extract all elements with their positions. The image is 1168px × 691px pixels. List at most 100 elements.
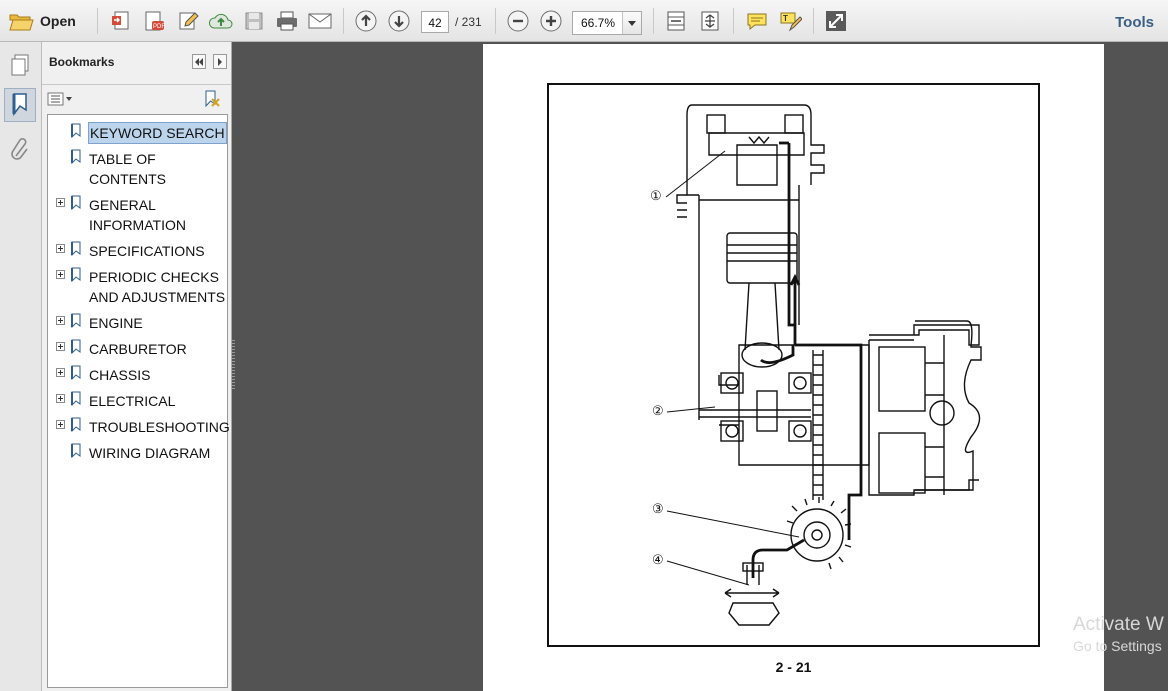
page-thumbnails-button[interactable] (4, 48, 36, 82)
bookmark-label: CHASSIS (89, 367, 151, 383)
bookmark-icon (71, 123, 81, 139)
highlighter-icon: T (780, 12, 802, 32)
callout-2: ② (652, 403, 664, 418)
pdf-file-icon: PDF (145, 11, 165, 31)
highlight-text-button[interactable]: T (777, 8, 803, 34)
expand-toggle-icon[interactable] (56, 244, 65, 253)
attachments-button[interactable] (4, 132, 36, 166)
engine-lubrication-diagram (665, 104, 982, 626)
page-total: / 231 (455, 15, 482, 29)
options-menu-button[interactable] (47, 90, 73, 108)
expand-toggle-icon[interactable] (56, 198, 65, 207)
expand-icon (826, 11, 846, 31)
folder-icon (9, 14, 34, 31)
arrow-down-icon (388, 10, 410, 32)
bookmark-label: ENGINE (89, 315, 143, 331)
chevron-right-icon (218, 57, 222, 66)
expand-toggle-icon[interactable] (56, 270, 65, 279)
bookmark-label: GENERAL INFORMATION (89, 197, 186, 233)
callout-4: ④ (652, 552, 664, 567)
bookmark-label: ELECTRICAL (89, 393, 176, 409)
bookmarks-tree: KEYWORD SEARCH TABLE OF CONTENTS GENERAL I… (47, 114, 230, 688)
upload-button[interactable] (207, 8, 235, 34)
bookmark-item[interactable]: PERIODIC CHECKS AND ADJUSTMENTS (48, 265, 229, 311)
bookmarks-tab-button[interactable] (4, 88, 36, 122)
bookmark-item[interactable]: KEYWORD SEARCH (48, 121, 229, 147)
bookmark-item[interactable]: ELECTRICAL (48, 389, 229, 415)
print-button[interactable] (273, 8, 301, 34)
fit-width-button[interactable] (663, 8, 689, 34)
zoom-select[interactable]: 66.7% (572, 11, 642, 35)
bookmark-icon (71, 313, 81, 329)
bookmark-item[interactable]: TROUBLESHOOTING (48, 415, 230, 441)
panel-title: Bookmarks (49, 55, 115, 69)
watermark-line-2: Go to Settings (1073, 638, 1162, 654)
bookmark-icon (71, 365, 81, 381)
fit-page-icon (701, 11, 719, 31)
email-button[interactable] (306, 8, 334, 34)
edit-pencil-icon (179, 12, 199, 30)
bookmark-label: TROUBLESHOOTING (89, 419, 230, 435)
panel-resize-handle[interactable] (232, 340, 235, 390)
bookmark-icon (71, 241, 81, 257)
watermark-line-1: Activate W (1073, 614, 1164, 635)
next-page-button[interactable] (386, 8, 412, 34)
comment-button[interactable] (744, 8, 770, 34)
save-disk-icon (245, 12, 263, 30)
paperclip-icon (11, 138, 28, 160)
bookmark-label: TABLE OF CONTENTS (89, 151, 166, 187)
chevron-down-icon[interactable] (622, 12, 641, 34)
bookmark-label: WIRING DIAGRAM (89, 445, 211, 461)
speech-bubble-icon (747, 13, 767, 31)
expand-toggle-icon[interactable] (56, 368, 65, 377)
page-number-label: 2 - 21 (775, 659, 812, 675)
bookmark-item[interactable]: ENGINE (48, 311, 229, 337)
bookmark-label: CARBURETOR (89, 341, 187, 357)
svg-text:T: T (783, 14, 788, 23)
bookmark-item[interactable]: GENERAL INFORMATION (48, 193, 229, 239)
fit-page-button[interactable] (697, 8, 723, 34)
zoom-out-button[interactable] (505, 8, 531, 34)
minus-icon (507, 10, 529, 32)
bookmark-item[interactable]: TABLE OF CONTENTS (48, 147, 229, 193)
fit-width-icon (667, 11, 685, 31)
cloud-upload-icon (208, 13, 233, 29)
create-pdf-button[interactable] (108, 8, 134, 34)
open-label: Open (40, 13, 76, 29)
edit-button[interactable] (175, 8, 201, 34)
bookmark-icon (71, 339, 81, 355)
bookmark-delete-icon (205, 90, 220, 108)
list-options-icon (47, 92, 72, 106)
navigation-rail (0, 42, 42, 691)
figure-frame: ① ② ③ ④ (547, 83, 1040, 647)
previous-page-button[interactable] (353, 8, 379, 34)
bookmark-item[interactable]: SPECIFICATIONS (48, 239, 229, 265)
bookmark-item[interactable]: CARBURETOR (48, 337, 229, 363)
save-button[interactable] (242, 8, 266, 34)
full-screen-button[interactable] (823, 8, 849, 34)
expand-toggle-icon[interactable] (56, 342, 65, 351)
bookmark-icon (71, 391, 81, 407)
collapse-panel-button[interactable] (192, 54, 206, 69)
toolbar: Open PDF 42 / 231 66.7% (0, 0, 1168, 42)
callout-3: ③ (652, 501, 664, 516)
tools-link[interactable]: Tools (1115, 14, 1154, 31)
envelope-icon (308, 13, 332, 29)
page-number-input[interactable]: 42 (421, 11, 449, 33)
zoom-in-button[interactable] (538, 8, 564, 34)
expand-toggle-icon[interactable] (56, 316, 65, 325)
open-button[interactable]: Open (8, 8, 76, 34)
activation-watermark: Activate W Go to Settings (1073, 614, 1164, 654)
bookmark-icon (71, 417, 81, 433)
document-page: ① ② ③ ④ 2 - 21 (483, 44, 1104, 691)
arrow-up-icon (355, 10, 377, 32)
printer-icon (277, 11, 297, 31)
bookmark-item[interactable]: WIRING DIAGRAM (48, 441, 229, 467)
bookmark-item[interactable]: CHASSIS (48, 363, 229, 389)
expand-toggle-icon[interactable] (56, 420, 65, 429)
expand-panel-button[interactable] (213, 54, 227, 69)
pdf-convert-button[interactable]: PDF (141, 8, 167, 34)
delete-bookmark-button[interactable] (202, 90, 222, 113)
expand-toggle-icon[interactable] (56, 394, 65, 403)
zoom-value: 66.7% (581, 16, 616, 30)
